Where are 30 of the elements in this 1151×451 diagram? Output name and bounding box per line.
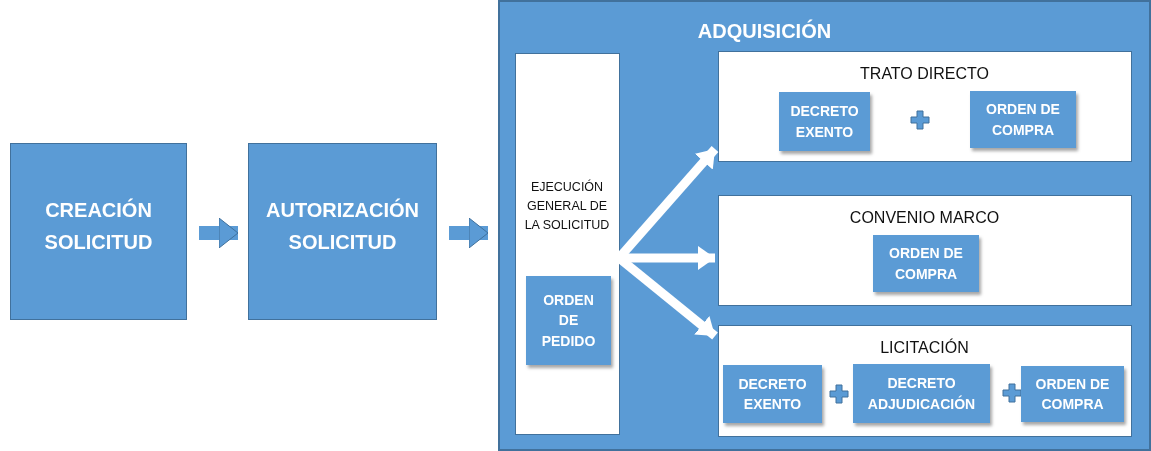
process-box (248, 143, 437, 320)
option-panel (717, 50, 1132, 162)
box-label: ORDEN DE COMPRA (985, 100, 1061, 140)
box-label: DECRETO EXENTO (789, 102, 860, 142)
group-title: ADQUISICIÓN (697, 18, 832, 44)
process-box (10, 143, 187, 320)
box-label: DECRETO EXENTO (737, 374, 808, 414)
option-panel (717, 324, 1132, 437)
process-column (514, 52, 620, 435)
document-box (1021, 366, 1124, 422)
box-label: ORDEN DE COMPRA (1034, 374, 1111, 414)
document-box (873, 235, 979, 292)
group-title: CONVENIO MARCO (849, 207, 1000, 228)
group-title: TRATO DIRECTO (860, 63, 989, 84)
document-box (853, 364, 990, 423)
box-label: DECRETO ADJUDICACIÓN (866, 374, 977, 414)
document-box (526, 276, 611, 365)
box-label: CREACIÓN SOLICITUD (43, 197, 154, 255)
box-label: ORDEN DE COMPRA (888, 244, 964, 284)
document-box (970, 91, 1076, 148)
option-panel (717, 194, 1132, 306)
block-arrow (199, 217, 239, 249)
document-box (779, 92, 870, 151)
group-frame (498, 0, 1151, 451)
document-box (723, 365, 822, 423)
box-label: EJECUCIÓN GENERAL DE LA SOLICITUD (523, 178, 611, 235)
box-label: ORDEN DE PEDIDO (540, 291, 597, 351)
group-title: LICITACIÓN (880, 337, 969, 358)
block-arrow (449, 217, 489, 249)
box-label: AUTORIZACIÓN SOLICITUD (265, 197, 420, 255)
